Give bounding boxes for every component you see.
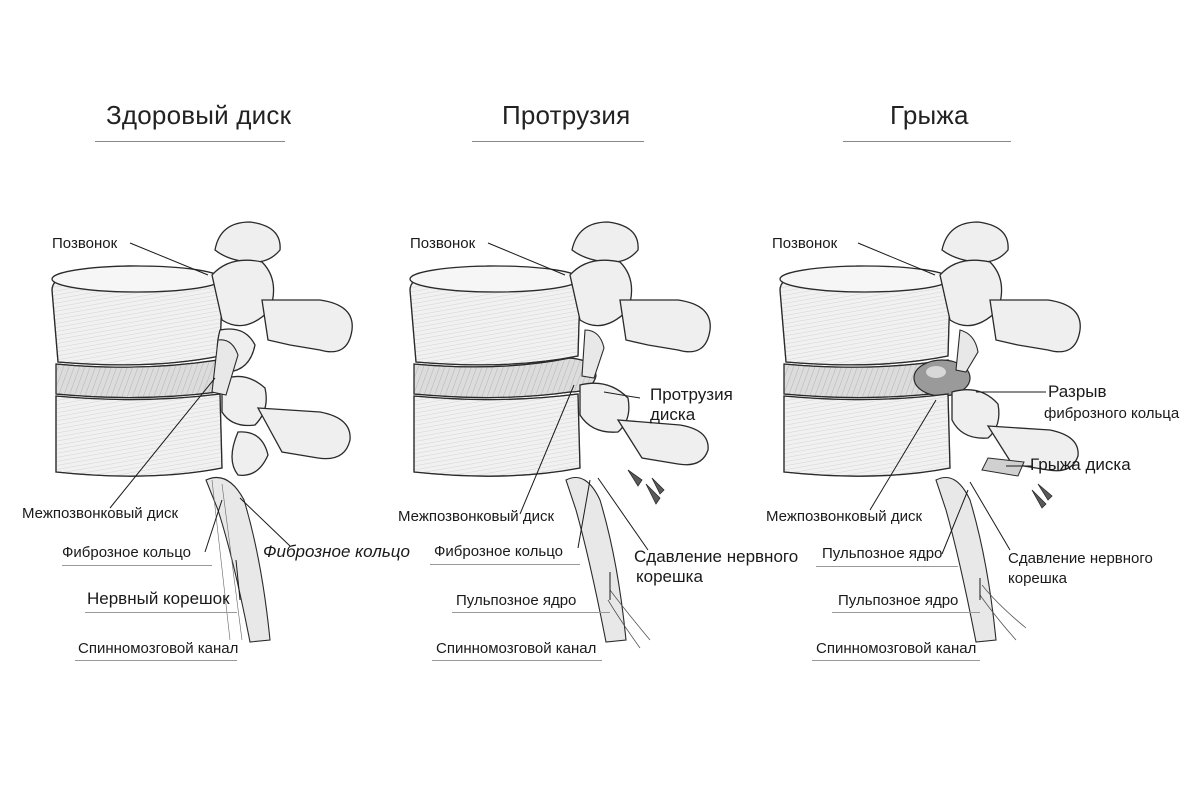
panel-healthy-disc: Здоровый диск Позвонок Межпозвонковый ди… [0,0,400,800]
panel-title: Здоровый диск [106,100,291,131]
panel-title: Грыжа [890,100,969,131]
title-underline [843,141,1011,142]
label-hernia: Грыжа диска [1030,456,1131,474]
label-nerve-root-underline [85,612,237,613]
lower-vertebra [414,394,580,476]
label-spinal-canal: Спинномозговой канал [816,640,976,658]
lower-vertebra [56,394,222,476]
label-vertebra: Позвонок [410,235,475,253]
upper-vertebra [780,266,950,365]
label-spinal-canal-underline [75,660,237,661]
label-disc: Межпозвонковый диск [398,508,554,526]
label-vertebra: Позвонок [772,235,837,253]
intervertebral-disc [56,360,218,398]
upper-vertebra [410,266,580,365]
label-rupture-2: фиброзного кольца [1044,405,1179,423]
compression-arrow [628,470,664,504]
panel-title: Протрузия [502,100,630,131]
label-nucleus-lower: Пульпозное ядро [838,592,958,610]
label-nerve-root: Нервный корешок [87,590,230,608]
upper-vertebra [52,266,222,365]
label-spinal-canal-underline [812,660,980,661]
label-nucleus-underline [452,612,610,613]
label-disc: Межпозвонковый диск [766,508,922,526]
label-vertebra: Позвонок [52,235,117,253]
label-annulus-underline [430,564,580,565]
compression-arrow [1032,484,1052,508]
title-underline [95,141,285,142]
title-underline [472,141,644,142]
label-annulus: Фиброзное кольцо [62,544,191,562]
panel-hernia: Грыжа Позвонок Разрыв фиброзного кольца … [730,0,1130,800]
label-nucleus-upper: Пульпозное ядро [822,545,942,563]
label-nucleus-upper-underline [816,566,958,567]
label-spinal-canal: Спинномозговой канал [436,640,596,658]
label-compression: Сдавление нервного [1008,550,1153,568]
herniated-disc [784,360,970,398]
lower-posterior-elements [222,376,350,475]
label-nucleus-lower-underline [832,612,980,613]
label-disc: Межпозвонковый диск [22,505,178,523]
label-annulus-underline [62,565,212,566]
label-protrusion: Протрузия [650,386,733,404]
label-rupture: Разрыв [1048,383,1107,401]
label-annulus: Фиброзное кольцо [434,543,563,561]
lower-vertebra [784,394,950,476]
label-compression-2: корешка [1008,570,1067,588]
label-compression-2: корешка [636,568,703,586]
label-spinal-canal: Спинномозговой канал [78,640,238,658]
label-protrusion-2: диска [650,406,695,424]
panel-protrusion: Протрузия Позвонок Протрузия диска Межпо… [360,0,760,800]
label-spinal-canal-underline [432,660,602,661]
label-nucleus: Пульпозное ядро [456,592,576,610]
